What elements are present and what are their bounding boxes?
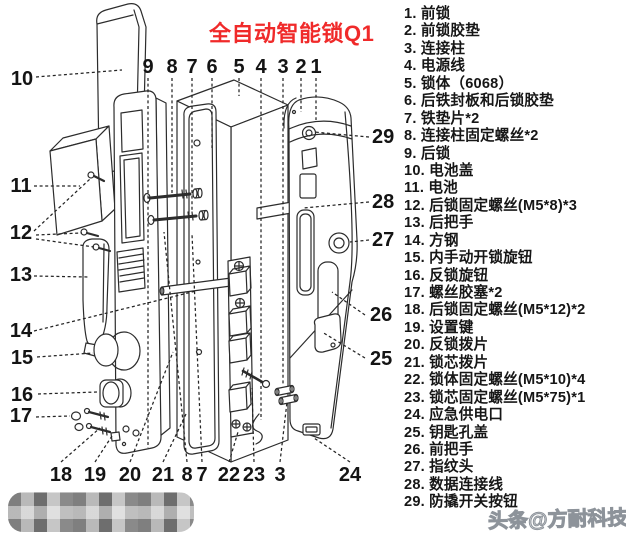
callout-13: 13 (10, 264, 32, 286)
parts-list-item: 23. 锁芯固定螺丝(M5*75)*1 (404, 389, 586, 406)
faceplate-shape (227, 256, 254, 438)
parts-list-item: 2. 前锁胶垫 (404, 23, 481, 40)
battery-shape (49, 125, 116, 236)
emergency-port-shape (302, 423, 321, 436)
callout-17: 17 (10, 405, 32, 427)
drawing-group (49, 3, 358, 463)
callout-29: 29 (372, 126, 394, 148)
parts-list-item: 26. 前把手 (404, 441, 474, 458)
callout-24: 24 (339, 464, 362, 486)
anti-pry-button-shape (301, 125, 317, 141)
parts-list-item: 8. 连接柱固定螺丝*2 (404, 128, 539, 145)
callout-16: 16 (11, 384, 33, 406)
callout-15: 15 (11, 347, 33, 369)
parts-list-item: 16. 反锁旋钮 (404, 267, 489, 284)
parts-list-item: 12. 后锁固定螺丝(M5*8)*3 (404, 197, 578, 214)
parts-list-item: 15. 内手动开锁旋钮 (404, 250, 533, 267)
leader-lines (33, 69, 370, 463)
parts-list-item: 3. 连接柱 (404, 40, 466, 57)
callout-4: 4 (255, 56, 267, 78)
rear-lock-shape (107, 90, 171, 454)
callout-26: 26 (370, 304, 392, 326)
callout-5: 5 (233, 56, 244, 78)
callout-9: 9 (142, 56, 153, 78)
power-cable-shape (252, 413, 263, 445)
screw-plugs-shape (70, 407, 127, 447)
parts-list-item: 14. 方钢 (404, 232, 459, 249)
callout-20: 20 (119, 464, 141, 486)
parts-list-item: 18. 后锁固定螺丝(M5*12)*2 (404, 302, 586, 319)
parts-list-item: 24. 应急供电口 (404, 407, 504, 424)
callout-8b: 8 (181, 464, 192, 486)
callout-12: 12 (10, 222, 32, 244)
parts-list-item: 11. 电池 (404, 180, 458, 197)
parts-list-item: 6. 后铁封板和后锁胶垫 (404, 93, 554, 110)
parts-list-item: 20. 反锁拨片 (404, 337, 489, 354)
callout-7b: 7 (196, 464, 207, 486)
callout-11: 11 (10, 175, 31, 197)
callout-3: 3 (277, 56, 288, 78)
callout-27: 27 (372, 229, 394, 251)
parts-list-item: 7. 铁垫片*2 (404, 110, 480, 127)
callout-23: 23 (243, 464, 265, 486)
unlock-knob-shape (83, 333, 119, 367)
callout-8: 8 (166, 56, 177, 78)
callout-1: 1 (310, 56, 321, 78)
front-gasket-shape (283, 97, 297, 129)
callout-21: 21 (152, 464, 174, 486)
callout-10: 10 (11, 68, 33, 90)
fingerprint-head-shape (328, 232, 350, 254)
parts-list-item: 17. 螺丝胶塞*2 (404, 285, 503, 301)
connection-columns-shape (274, 384, 299, 406)
callout-19: 19 (84, 464, 106, 486)
parts-list-item: 10. 电池盖 (404, 162, 474, 179)
callout-numbers-right: 29 28 27 26 25 (370, 126, 394, 370)
parts-list-item: 19. 设置键 (404, 319, 474, 336)
callout-14: 14 (10, 320, 33, 342)
callout-28: 28 (372, 191, 394, 213)
keyhole-cover-shape (313, 313, 342, 353)
front-lock-shape (288, 96, 358, 440)
mosaic-censor-bar (8, 492, 194, 532)
seal-plate-shape (183, 103, 220, 455)
parts-list-item: 29. 防撬开关按钮 (404, 494, 518, 511)
watermark-text: 头条@方耐科技 (487, 507, 626, 534)
parts-list-item: 5. 锁体（6068） (404, 75, 514, 92)
callout-2: 2 (295, 56, 306, 78)
callout-7: 7 (186, 56, 197, 78)
parts-list-item: 13. 后把手 (404, 215, 474, 232)
parts-list-item: 22. 锁体固定螺丝(M5*10)*4 (404, 372, 586, 389)
callout-numbers: 9 8 7 6 5 4 3 2 1 10 11 12 13 14 15 16 1… (10, 56, 362, 486)
screws-12-shape (80, 171, 112, 253)
parts-list-item: 9. 后锁 (404, 145, 451, 162)
screws-8-washers-7-shape (143, 187, 209, 226)
deadbolt-knob-shape (99, 379, 124, 408)
callout-18: 18 (50, 464, 72, 486)
callout-3b: 3 (274, 464, 285, 486)
parts-list-item: 21. 锁芯拨片 (404, 354, 489, 371)
parts-list-item: 25. 钥匙孔盖 (404, 424, 489, 441)
callout-6: 6 (206, 56, 217, 78)
parts-list-item: 4. 电源线 (404, 58, 466, 75)
parts-list-item: 1. 前锁 (404, 6, 451, 22)
parts-list-item: 27. 指纹头 (404, 459, 474, 476)
callout-22: 22 (218, 464, 240, 486)
callout-25: 25 (370, 348, 392, 370)
parts-list-item: 28. 数据连接线 (404, 476, 504, 493)
rear-handle-shape (82, 238, 110, 348)
page-title: 全自动智能锁Q1 (209, 21, 375, 46)
